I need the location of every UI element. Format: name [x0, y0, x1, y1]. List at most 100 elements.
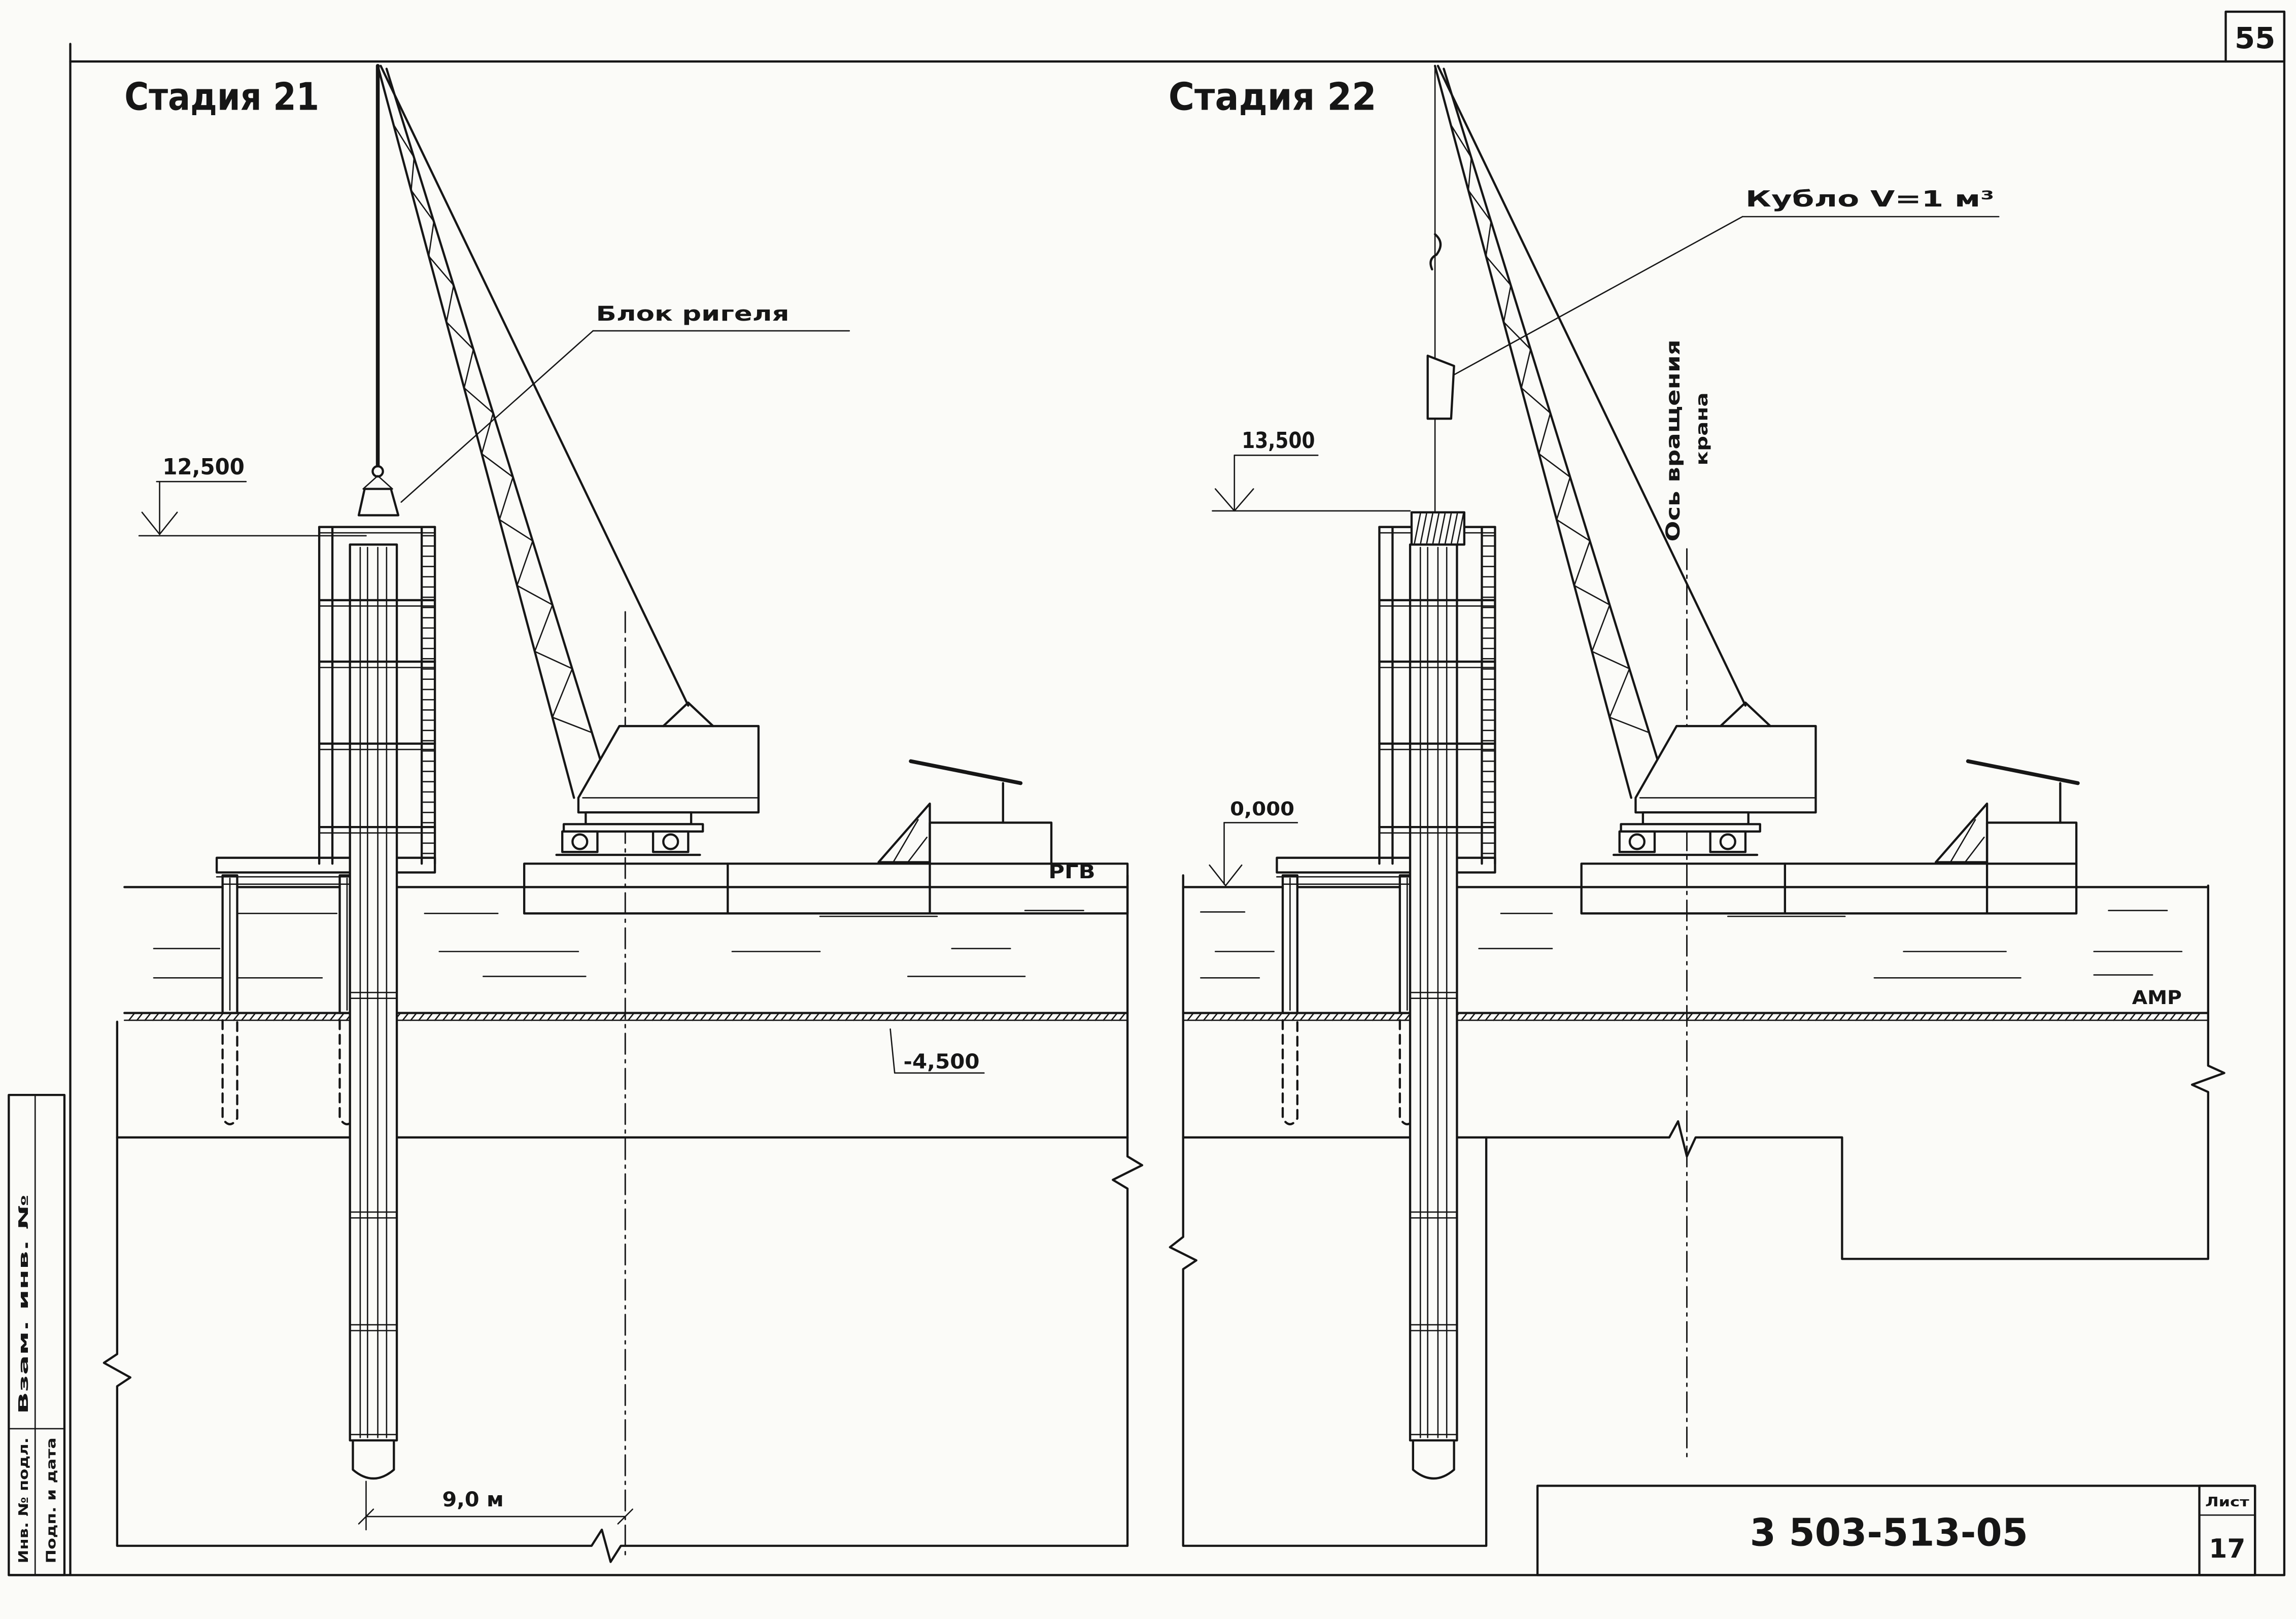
riverbed-hatch-stroke [1976, 1012, 1983, 1021]
gangway-ramp-brace [907, 837, 928, 863]
riverbed-hatch-stroke [1356, 1012, 1363, 1021]
water-level-label: РГВ [1048, 860, 1095, 883]
stage-21-title: Стадия 21 [124, 74, 319, 119]
riverbed-hatch-stroke [1968, 1012, 1975, 1021]
barge-hull [523, 863, 1129, 915]
riverbed-hatch-stroke [1686, 1012, 1694, 1021]
main-pile-tip [1412, 1439, 1455, 1480]
riverbed-hatch-stroke [1118, 1012, 1126, 1021]
riverbed-hatch-stroke [829, 1012, 836, 1021]
riverbed-hatch-stroke [789, 1012, 796, 1021]
riverbed-hatch-stroke [1863, 1012, 1871, 1021]
riverbed-hatch-stroke [732, 1012, 740, 1021]
riverbed-hatch-stroke [1726, 1012, 1734, 1021]
pile-cap-hatch [1438, 513, 1446, 544]
riverbed-hatch-stroke [772, 1012, 780, 1021]
riverbed-hatch-stroke [1070, 1012, 1078, 1021]
stamp-signature-date-label: Подп. и дата [44, 1437, 59, 1563]
riverbed-hatch-stroke [426, 1012, 434, 1021]
crane-boom-lacing [393, 123, 593, 734]
riverbed-hatch-stroke [700, 1012, 707, 1021]
riverbed-hatch-stroke [232, 1012, 241, 1021]
riverbed-hatch-stroke [2194, 1012, 2201, 1021]
riverbed-hatch-stroke [877, 1012, 884, 1021]
riverbed-hatch-stroke [1187, 1012, 1194, 1021]
riverbed-hatch-stroke [321, 1012, 329, 1021]
support-pile-embedded-part [221, 1019, 238, 1125]
riverbed-hatch-stroke [1094, 1012, 1102, 1021]
riverbed-hatch-stroke [1694, 1012, 1702, 1021]
riverbed-hatch-stroke [249, 1012, 256, 1021]
riverbed-hatch-stroke [1992, 1012, 2000, 1021]
riverbed-hatch-stroke [1485, 1012, 1492, 1021]
pile-cap-hatch [1445, 513, 1452, 544]
riverbed-hatch-stroke [434, 1012, 441, 1021]
riverbed-hatch-stroke [966, 1012, 973, 1021]
riverbed-hatch-stroke [804, 1012, 812, 1021]
riverbed-hatch-stroke [1308, 1012, 1315, 1021]
riverbed-hatch-stroke [329, 1012, 337, 1021]
deck-cabin [1985, 821, 2078, 865]
margin-stamp-box [8, 1093, 66, 1576]
riverbed-hatch-stroke [1549, 1012, 1557, 1021]
riverbed-hatch-stroke [683, 1012, 691, 1021]
riverbed-hatch-stroke [1662, 1012, 1669, 1021]
riverbed-hatch-stroke [2080, 1012, 2088, 1021]
riverbed-hatch-stroke [1086, 1012, 1094, 1021]
riverbed-hatch-stroke [498, 1012, 506, 1021]
riverbed-hatch-stroke [1678, 1012, 1686, 1021]
crane-boom-lacing [1450, 123, 1650, 734]
riverbed-hatch-stroke [490, 1012, 498, 1021]
riverbed-hatch-stroke [1267, 1012, 1275, 1021]
riverbed-hatch-stroke [724, 1012, 732, 1021]
riverbed-hatch-stroke [1062, 1012, 1070, 1021]
riverbed-hatch-stroke [1766, 1012, 1774, 1021]
riverbed-hatch-stroke [1038, 1012, 1046, 1021]
low-water-label: АМР [2132, 986, 2182, 1009]
riverbed-hatch-stroke [2048, 1012, 2056, 1021]
pile-cap-hatch [1457, 513, 1464, 544]
riverbed-hatch-stroke [217, 1012, 224, 1021]
crane-a-frame [662, 701, 714, 728]
riverbed-hatch-stroke [1637, 1012, 1646, 1021]
riverbed-hatch-stroke [869, 1012, 877, 1021]
crane-boom-chord [1443, 67, 1665, 780]
riverbed-hatch-stroke [297, 1012, 305, 1021]
deck-cabin [929, 821, 1053, 865]
riverbed-hatch-stroke [531, 1012, 538, 1021]
gangway-ramp-brace [893, 819, 919, 863]
riverbed-hatch-stroke [941, 1012, 949, 1021]
crane-base-frame [562, 823, 704, 833]
riverbed-hatch-stroke [1046, 1012, 1054, 1021]
riverbed-hatch-stroke [982, 1012, 989, 1021]
pile-cap-hatch [1451, 513, 1458, 544]
riverbed-hatch-stroke [1388, 1012, 1396, 1021]
riverbed-hatch-stroke [571, 1012, 578, 1021]
riverbed-hatch-stroke [539, 1012, 546, 1021]
riverbed-hatch-stroke [1565, 1012, 1573, 1021]
riverbed-hatch-stroke [136, 1012, 144, 1021]
riverbed-hatch-stroke [515, 1012, 522, 1021]
deck-cabin-roof [909, 759, 1023, 785]
riverbed-hatch-stroke [1903, 1012, 1911, 1021]
riverbed-hatch-stroke [1670, 1012, 1677, 1021]
bucket-leader [1453, 216, 1743, 375]
margin-stamp: Взам. инв. № Подп. и дата Инв. № подл. [8, 1093, 66, 1576]
stage-22-title: Стадия 22 [1169, 74, 1377, 119]
riverbed-hatch-stroke [2032, 1012, 2040, 1021]
riverbed-hatch-stroke [144, 1012, 152, 1021]
riverbed-hatch-stroke [289, 1012, 297, 1021]
pile-cap-hatch [1432, 513, 1440, 544]
riverbed-hatch-stroke [1630, 1012, 1637, 1021]
riverbed-hatch-stroke [748, 1012, 756, 1021]
riverbed-hatch-stroke [2185, 1012, 2193, 1021]
crane-boom-chord [1433, 64, 1632, 799]
riverbed-hatch-stroke [1194, 1012, 1203, 1021]
block-slings [362, 475, 393, 490]
riverbed-hatch-stroke [1702, 1012, 1710, 1021]
reach-dimension-tick-right [617, 1508, 633, 1525]
riverbed-hatch-stroke [933, 1012, 941, 1021]
riverbed-hatch-stroke [1299, 1012, 1307, 1021]
riverbed-hatch-stroke [1235, 1012, 1243, 1021]
